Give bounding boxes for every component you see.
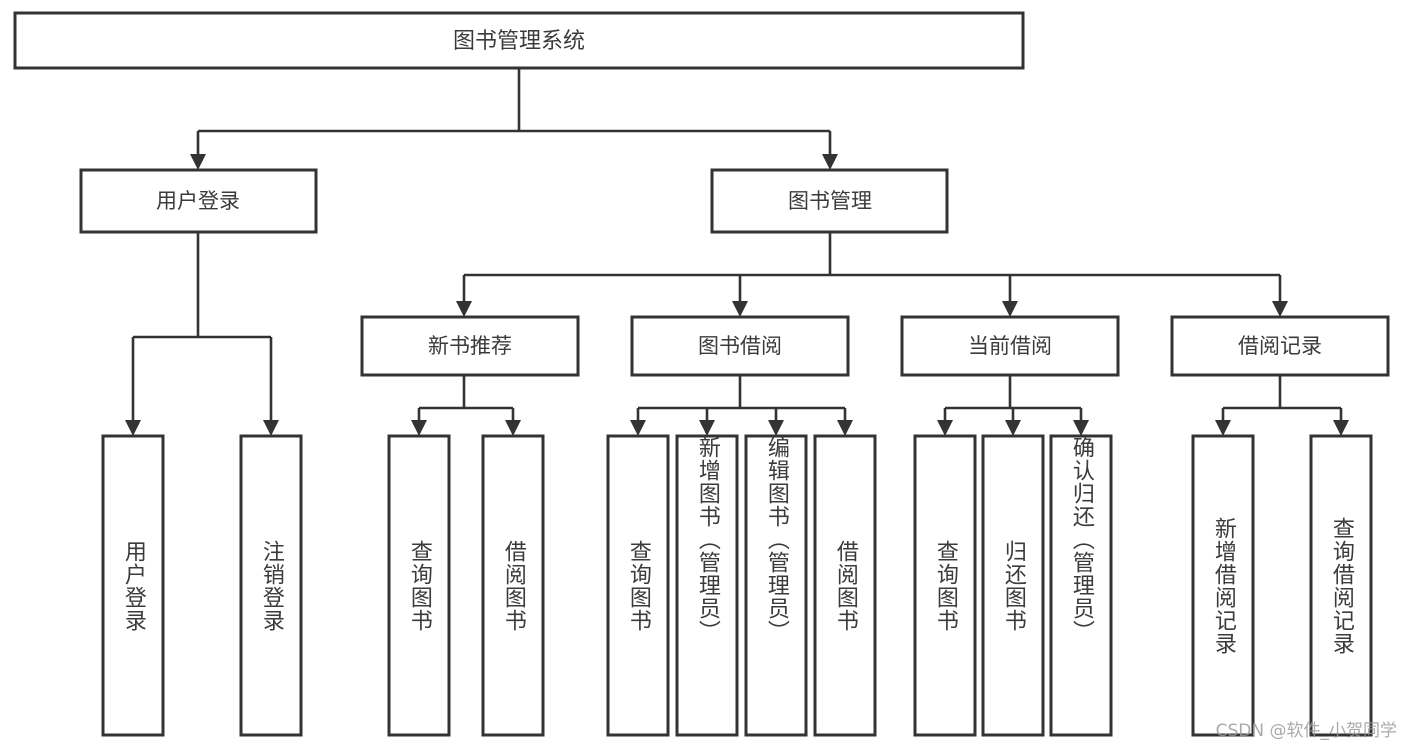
arrow-head-bb-leaf2 <box>699 420 715 436</box>
node-box-book-borrow[interactable] <box>630 315 850 377</box>
node-label-current-borrow: 当前借阅 <box>968 334 1052 358</box>
node-box-leaf-borrow-book-1[interactable] <box>481 434 545 737</box>
arrow-head-nb-leaf2 <box>505 420 521 436</box>
arrow-head-nb-leaf1 <box>411 420 427 436</box>
connector-group-book-borrow-to-leaves <box>630 375 853 436</box>
node-box-leaf-logout[interactable] <box>239 434 303 737</box>
connector-group-new-book-to-leaves <box>411 375 521 436</box>
node-label-root: 图书管理系统 <box>453 29 585 54</box>
arrow-head-borrow-record <box>1272 301 1288 317</box>
arrow-head-book-borrow <box>732 301 748 317</box>
arrow-head-bb-leaf1 <box>630 420 646 436</box>
node-box-leaf-return-book[interactable] <box>981 434 1045 737</box>
node-box-root[interactable] <box>13 11 1025 70</box>
node-box-leaf-query-book-1[interactable] <box>387 434 451 737</box>
arrow-head-cb-leaf2 <box>1005 420 1021 436</box>
node-label-user-login: 用户登录 <box>156 189 240 213</box>
arrow-head-new-book <box>456 301 472 317</box>
node-box-leaf-confirm-return-admin[interactable] <box>1049 434 1113 737</box>
connector-group-borrow-record-to-leaves <box>1215 375 1349 436</box>
node-label-new-book-recommend: 新书推荐 <box>428 334 512 358</box>
node-box-user-login[interactable] <box>79 168 318 234</box>
arrow-head-book-mgmt <box>822 154 838 170</box>
arrow-head-br-leaf2 <box>1333 420 1349 436</box>
node-box-leaf-borrow-book-2[interactable] <box>813 434 877 737</box>
node-box-leaf-query-borrow-record[interactable] <box>1309 434 1373 737</box>
node-box-leaf-user-login[interactable] <box>101 434 165 737</box>
arrow-head-user-login <box>190 154 206 170</box>
arrow-head-bb-leaf3 <box>768 420 784 436</box>
node-label-book-management: 图书管理 <box>788 189 872 213</box>
connector-group-root-to-level2 <box>190 68 838 170</box>
node-box-borrow-record[interactable] <box>1170 315 1390 377</box>
arrow-head-current-borrow <box>1002 301 1018 317</box>
node-label-book-borrow: 图书借阅 <box>698 334 782 358</box>
node-box-book-management[interactable] <box>710 168 949 234</box>
node-box-new-book-recommend[interactable] <box>360 315 580 377</box>
arrow-head-leaf-user-login <box>125 420 141 436</box>
node-box-leaf-add-book-admin[interactable] <box>675 434 739 737</box>
connector-group-book-mgmt-to-level3 <box>456 232 1288 317</box>
node-box-leaf-query-book-2[interactable] <box>606 434 670 737</box>
arrow-head-leaf-logout <box>263 420 279 436</box>
node-box-current-borrow[interactable] <box>900 315 1120 377</box>
arrow-head-bb-leaf4 <box>837 420 853 436</box>
arrow-head-cb-leaf3 <box>1073 420 1089 436</box>
arrow-head-cb-leaf1 <box>937 420 953 436</box>
arrow-head-br-leaf1 <box>1215 420 1231 436</box>
connector-group-current-borrow-to-leaves <box>937 375 1089 436</box>
node-box-leaf-query-book-3[interactable] <box>913 434 977 737</box>
node-box-leaf-edit-book-admin[interactable] <box>744 434 808 737</box>
node-box-leaf-add-borrow-record[interactable] <box>1191 434 1255 737</box>
connector-group-user-login-to-leaves <box>125 232 279 436</box>
node-label-borrow-record: 借阅记录 <box>1238 334 1322 358</box>
